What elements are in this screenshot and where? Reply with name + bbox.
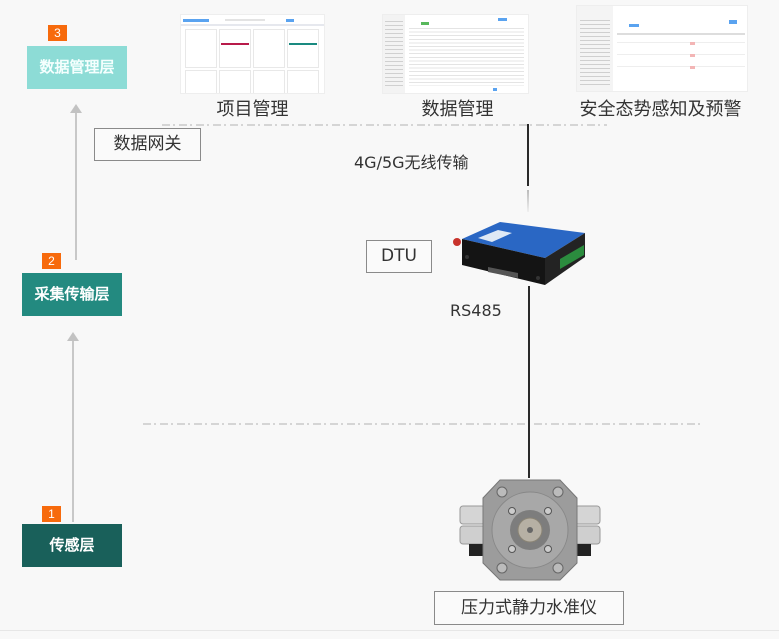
caption-project-management: 项目管理 bbox=[216, 99, 289, 120]
layer-1-badge: 1 bbox=[42, 506, 61, 522]
layer-collection-transmission: 采集传输层 bbox=[22, 273, 122, 316]
layer-sensing: 传感层 bbox=[22, 524, 122, 567]
layer-3-badge: 3 bbox=[48, 25, 67, 41]
arrow-up-icon bbox=[67, 332, 79, 341]
caption-data-management: 数据管理 bbox=[421, 99, 494, 120]
terminal-block bbox=[560, 245, 584, 269]
dtu-label: DTU bbox=[366, 240, 432, 273]
data-table-thumbnail bbox=[382, 14, 529, 94]
mounting-bracket bbox=[488, 267, 518, 278]
wireless-link-line bbox=[527, 124, 529, 186]
layer-2-badge: 2 bbox=[42, 253, 61, 269]
rs485-label: RS485 bbox=[450, 301, 502, 320]
project-dashboard-thumbnail bbox=[180, 14, 325, 94]
caption-safety-warning: 安全态势感知及预警 bbox=[579, 99, 742, 120]
sensor-label: 压力式静力水准仪 bbox=[434, 591, 624, 625]
data-gateway-label: 数据网关 bbox=[94, 128, 201, 161]
arrow-up-icon bbox=[70, 104, 82, 113]
hydrostatic-level-sensor-icon bbox=[459, 479, 601, 581]
layer-data-management: 数据管理层 bbox=[27, 46, 127, 89]
arrow-1-to-2-line bbox=[72, 340, 74, 522]
antenna-connector bbox=[453, 238, 461, 246]
wireless-transmission-label: 4G/5G无线传输 bbox=[354, 153, 469, 172]
arrow-2-to-3-line bbox=[75, 112, 77, 260]
bottom-border bbox=[0, 630, 779, 631]
separator-top bbox=[162, 124, 607, 126]
separator-bottom bbox=[143, 423, 703, 425]
warning-table-thumbnail bbox=[576, 5, 748, 92]
dtu-label-sticker bbox=[478, 230, 512, 242]
dtu-top-panel bbox=[462, 222, 585, 258]
rs485-link-line bbox=[528, 286, 530, 478]
dtu-device-icon bbox=[453, 222, 585, 285]
dtu-front-face bbox=[462, 239, 545, 285]
